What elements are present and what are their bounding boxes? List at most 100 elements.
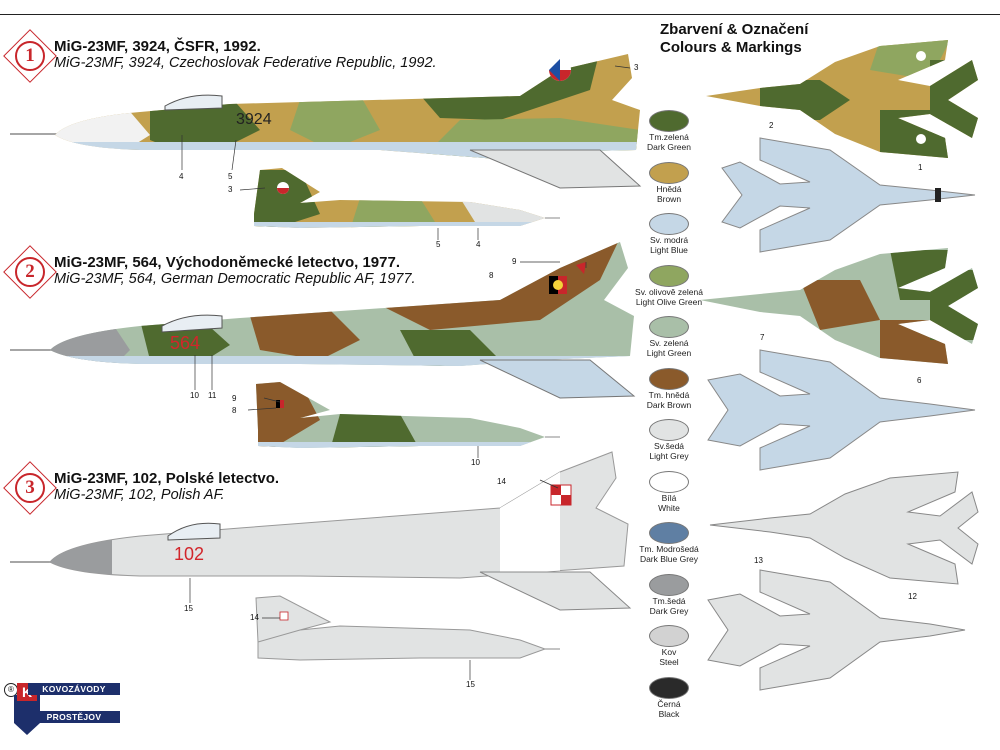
- aircraft-3-small: [255, 595, 560, 661]
- color-name-cz: Sv.šedá: [653, 441, 685, 451]
- scheme-2-subtitle: MiG-23MF, 564, German Democratic Republi…: [54, 271, 416, 287]
- callout-12: 12: [908, 592, 917, 601]
- svg-text:102: 102: [174, 544, 204, 564]
- color-name-en: Steel: [659, 657, 679, 667]
- color-name-cz: Bílá: [661, 492, 677, 503]
- callout-5b: 5: [436, 240, 441, 249]
- color-name-en: Light Green: [646, 348, 692, 358]
- callout-3b: 3: [228, 185, 233, 194]
- callout-15b: 15: [466, 680, 475, 689]
- color-name-en: Light Blue: [650, 245, 688, 255]
- callout-10: 10: [190, 391, 199, 400]
- legend-title-cz: Zbarvení & Označení: [660, 21, 809, 38]
- aircraft-1-side: 3924: [10, 54, 642, 189]
- color-swatch: [649, 110, 689, 132]
- bottom-view-1: [721, 137, 976, 253]
- color-swatch: [649, 213, 689, 235]
- svg-text:3924: 3924: [236, 111, 272, 128]
- callout-9: 9: [512, 257, 517, 266]
- color-name-en: Light Grey: [649, 451, 689, 461]
- scheme-3-title: MiG-23MF, 102, Polské letectvo.: [54, 470, 280, 487]
- color-name-cz: Sv. zelená: [649, 338, 689, 348]
- color-name-cz: Hnědá: [656, 183, 682, 194]
- top-rule: [0, 14, 1000, 15]
- scheme-1-title: MiG-23MF, 3924, ČSFR, 1992.: [54, 38, 261, 55]
- callout-8: 8: [489, 271, 494, 280]
- callout-2: 2: [769, 121, 774, 130]
- top-view-3: [709, 471, 979, 585]
- color-name-en: Brown: [656, 193, 682, 204]
- callout-5: 5: [228, 172, 233, 181]
- aircraft-1-small: [254, 168, 560, 228]
- callout-10b: 10: [471, 458, 480, 467]
- callout-14b: 14: [250, 613, 259, 622]
- color-name-cz: Sv. olivově zelená: [635, 286, 703, 297]
- callout-15: 15: [184, 604, 193, 613]
- aircraft-3-side: 102: [10, 451, 632, 611]
- color-swatch: [649, 161, 689, 184]
- color-name-cz: Tm.zelená: [649, 132, 689, 142]
- bottom-view-3: [707, 569, 966, 691]
- color-swatch: [649, 419, 689, 441]
- callout-6: 6: [917, 376, 922, 385]
- registered-mark: ®: [4, 683, 18, 697]
- color-name-cz: Tm. Modrošedá: [639, 544, 699, 554]
- svg-text:564: 564: [170, 333, 200, 353]
- color-name-cz: Sv. modrá: [649, 235, 689, 245]
- color-swatch: [649, 573, 689, 596]
- callout-14: 14: [497, 477, 506, 486]
- color-name-cz: Tm. hnědá: [648, 389, 690, 400]
- color-name-cz: Kov: [661, 647, 677, 657]
- color-name-cz: Černá: [657, 698, 681, 709]
- callout-7: 7: [760, 333, 765, 342]
- color-name-en: Black: [658, 708, 680, 719]
- scheme-2-badge: 2: [15, 257, 45, 287]
- color-swatch: [649, 676, 689, 699]
- scheme-1-subtitle: MiG-23MF, 3924, Czechoslovak Federative …: [54, 55, 437, 71]
- logo-bottom-text: PROSTĚJOV: [28, 711, 120, 723]
- kovozavody-logo: ® K KOVOZÁVODY PROSTĚJOV: [4, 681, 120, 741]
- callout-8b: 8: [232, 406, 237, 415]
- top-view-2: [700, 248, 978, 364]
- color-swatch: [649, 470, 689, 493]
- callout-lines: [181, 65, 631, 680]
- color-swatch: [649, 625, 689, 647]
- color-swatch: [649, 264, 689, 287]
- color-name-en: Dark Green: [647, 142, 691, 152]
- bottom-view-2: [707, 349, 976, 471]
- scheme-2-title: MiG-23MF, 564, Východoněmecké letectvo, …: [54, 254, 400, 271]
- color-name-en: Dark Grey: [649, 605, 689, 616]
- callout-9b: 9: [232, 394, 237, 403]
- logo-top-text: KOVOZÁVODY: [28, 683, 120, 695]
- color-swatch: [649, 316, 689, 338]
- legend-title-en: Colours & Markings: [660, 39, 802, 56]
- callout-13: 13: [754, 556, 763, 565]
- callout-11: 11: [208, 391, 217, 400]
- top-view-1: [706, 40, 978, 158]
- color-name-en: Dark Blue Grey: [639, 554, 699, 564]
- callout-3: 3: [634, 63, 639, 72]
- aircraft-2-small: [256, 382, 560, 448]
- callout-4: 4: [179, 172, 184, 181]
- callout-1: 1: [918, 163, 923, 172]
- scheme-3-subtitle: MiG-23MF, 102, Polish AF.: [54, 487, 225, 503]
- color-name-cz: Tm.šedá: [652, 595, 686, 606]
- color-swatch: [649, 522, 689, 544]
- color-name-en: White: [658, 502, 680, 513]
- color-name-en: Light Olive Green: [635, 296, 703, 307]
- callout-4b: 4: [476, 240, 481, 249]
- color-name-en: Dark Brown: [646, 399, 692, 410]
- color-swatch: [649, 367, 689, 390]
